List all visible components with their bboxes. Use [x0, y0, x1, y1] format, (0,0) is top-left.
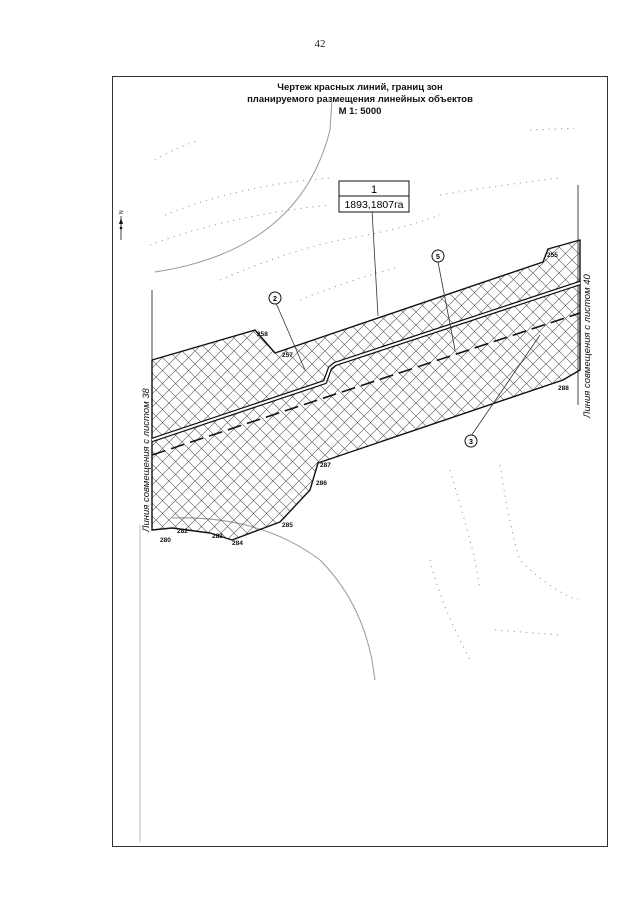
- point-284: 284: [232, 540, 243, 547]
- north-arrow-icon: N: [119, 210, 125, 240]
- zone-area: 1893,1807га: [344, 199, 403, 211]
- point-283: 283: [212, 533, 223, 540]
- drawing-title: Чертеж красных линий, границ зон планиру…: [112, 82, 608, 118]
- point-255: 255: [547, 252, 558, 259]
- point-287: 287: [320, 462, 331, 469]
- callout-2: 2: [268, 291, 282, 305]
- point-280: 280: [160, 537, 171, 544]
- title-line-1: Чертеж красных линий, границ зон: [277, 82, 443, 93]
- point-258: 258: [257, 331, 268, 338]
- point-257: 257: [282, 352, 293, 359]
- point-282: 282: [177, 528, 188, 535]
- svg-text:5: 5: [436, 254, 440, 261]
- zone-label: 1 1893,1807га: [338, 180, 410, 213]
- zone-number: 1: [371, 184, 377, 196]
- svg-text:2: 2: [273, 296, 277, 303]
- point-286: 286: [316, 480, 327, 487]
- axis-dashed-line: [151, 312, 581, 456]
- svg-text:3: 3: [469, 439, 473, 446]
- linear-object-road: [151, 280, 581, 443]
- right-alignment-label: Линия совмещения с листом 40: [582, 273, 593, 419]
- callout-3: 3: [464, 434, 478, 448]
- title-line-2: планируемого размещения линейных объекто…: [247, 94, 473, 105]
- left-alignment-label: Линия совмещения с листом 38: [141, 387, 152, 533]
- point-285: 285: [282, 522, 293, 529]
- title-line-3: М 1: 5000: [338, 106, 382, 117]
- planned-zone: [151, 239, 581, 541]
- leader-lines: [275, 209, 541, 437]
- point-288: 288: [558, 385, 569, 392]
- callout-5: 5: [431, 249, 445, 263]
- drawing-frame: [112, 76, 608, 847]
- page-number: 42: [314, 38, 326, 50]
- dotted-contours: [149, 127, 581, 661]
- svg-text:N: N: [119, 210, 125, 214]
